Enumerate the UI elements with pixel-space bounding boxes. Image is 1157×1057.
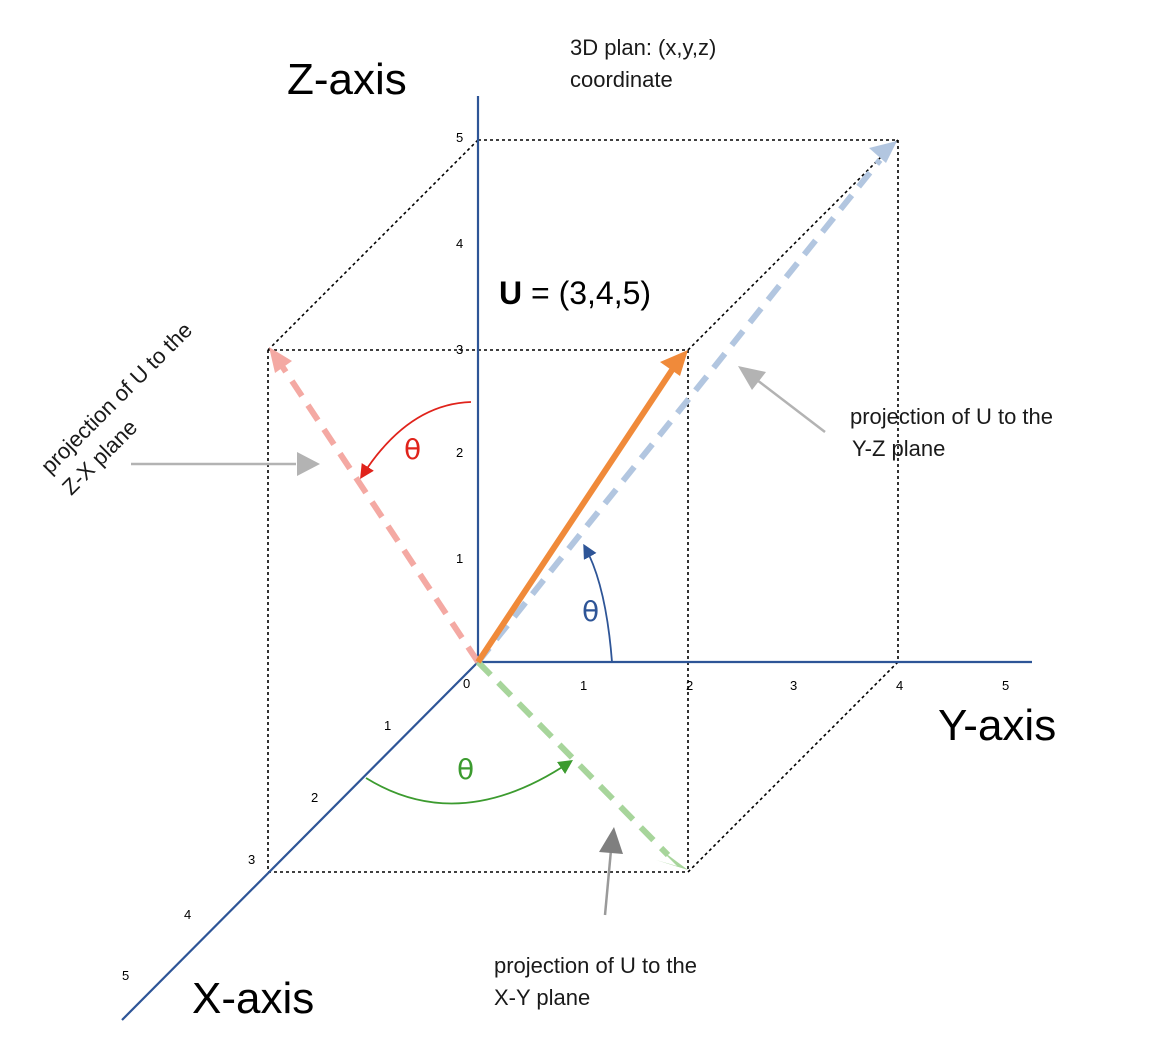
zx-projection-vector — [279, 364, 481, 664]
vector-u-value: = (3,4,5) — [522, 275, 651, 311]
yz-projection-caption-line1: projection of U to the — [850, 404, 1053, 429]
xy-projection-caption-line1: projection of U to the — [494, 953, 697, 978]
diagram-caption-line2: coordinate — [570, 67, 673, 92]
yz-projection-caption-line2: Y-Z plane — [852, 436, 945, 461]
vector-u — [475, 368, 675, 664]
xy-projection-caption-line2: X-Y plane — [494, 985, 590, 1010]
x-tick-1: 1 — [384, 718, 391, 733]
x-tick-2: 2 — [311, 790, 318, 805]
z-tick-5: 5 — [456, 130, 463, 145]
z-tick-2: 2 — [456, 445, 463, 460]
y-tick-4: 4 — [896, 678, 903, 693]
x-tick-3: 3 — [248, 852, 255, 867]
z-tick-4: 4 — [456, 236, 463, 251]
z-axis-title: Z-axis — [287, 55, 407, 104]
y-tick-5: 5 — [1002, 678, 1009, 693]
yz-pointer-arrowhead — [738, 366, 766, 390]
xy-angle-label: θ — [457, 753, 474, 786]
xy-projection-vector — [475, 659, 671, 858]
xy-pointer-arrowhead — [599, 827, 623, 854]
yz-projection-vector — [475, 158, 883, 664]
z-tick-3: 3 — [456, 342, 463, 357]
x-tick-4: 4 — [184, 907, 191, 922]
x-axis-title: X-axis — [192, 974, 314, 1023]
x-tick-5: 5 — [122, 968, 129, 983]
y-tick-3: 3 — [790, 678, 797, 693]
yz-projection-arrowhead — [869, 141, 897, 163]
axes — [121, 96, 1032, 1021]
y-tick-1: 1 — [580, 678, 587, 693]
origin-tick-label: 0 — [463, 676, 470, 691]
y-axis-title: Y-axis — [938, 701, 1056, 750]
x-axis-line — [121, 661, 479, 1021]
zx-pointer-arrowhead — [297, 452, 320, 476]
diagram-caption-line1: 3D plan: (x,y,z) — [570, 35, 716, 60]
yz-angle-arc — [583, 543, 613, 663]
zx-projection-arrowhead — [269, 347, 292, 373]
zx-angle-label: θ — [404, 433, 421, 466]
xy-projection-arrowhead — [656, 849, 688, 870]
vector-u-arrowhead — [660, 350, 688, 376]
xy-angle-arc — [365, 759, 573, 805]
pointer-arrows — [131, 366, 826, 916]
vector-u-label: U = (3,4,5) — [499, 275, 651, 311]
zx-angle-arc — [360, 401, 472, 480]
z-tick-1: 1 — [456, 551, 463, 566]
y-tick-2: 2 — [686, 678, 693, 693]
vector-u-name: U — [499, 275, 522, 311]
yz-angle-label: θ — [582, 595, 599, 628]
zx-projection-caption: projection of U to the Z-X plane — [36, 317, 197, 499]
